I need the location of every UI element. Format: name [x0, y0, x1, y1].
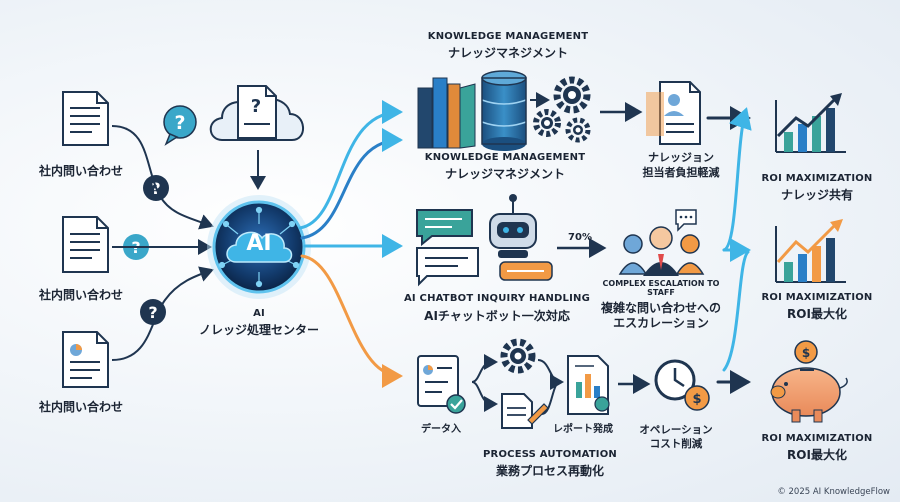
knowledge-books-icon — [417, 77, 476, 149]
chat-bubbles-icon — [416, 209, 479, 287]
roi-flow-lines — [706, 106, 752, 394]
roi-label-en-1: ROI MAXIMIZATION — [761, 173, 873, 184]
question-circle-icon: ? — [140, 299, 166, 325]
question-bubble-icon: ? — [163, 105, 197, 146]
escalation-label-en: COMPLEX ESCALATION TO STAFF — [602, 279, 720, 297]
svg-text:?: ? — [251, 96, 261, 117]
copyright-footer: © 2025 AI KnowledgeFlow — [777, 487, 890, 497]
piggy-bank-icon: $ — [770, 340, 848, 423]
hub-output-lines — [298, 100, 403, 388]
inquiry-doc-1 — [62, 91, 109, 146]
knowledge-result-label: ナレッジョン 担当者負担軽減 — [642, 151, 720, 179]
chat-orange-bubble-icon — [499, 261, 553, 281]
roi-label-jp-3: ROI最大化 — [787, 448, 847, 462]
cloud-document-icon: ? — [209, 85, 304, 141]
knowledge-header-en: KNOWLEDGE MANAGEMENT — [427, 31, 589, 42]
ai-hub-badge: AI — [246, 231, 272, 256]
inquiry-doc-2 — [62, 216, 109, 273]
report-label: レポート発成 — [553, 424, 613, 435]
hub-label-en: AI — [253, 308, 265, 319]
svg-text:$: $ — [802, 346, 810, 360]
process-gear-icon — [500, 338, 536, 374]
chatbot-label-jp: AIチャットボット一次対応 — [424, 309, 570, 323]
inquiry-label-2: 社内問い合わせ — [38, 288, 124, 302]
ai-hub — [207, 195, 311, 299]
chatbot-label-en: AI CHATBOT INQUIRY HANDLING — [403, 293, 591, 304]
automation-label-en: PROCESS AUTOMATION — [483, 449, 617, 460]
knowledge-header-jp: ナレッジマネジメント — [447, 46, 569, 60]
gears-icon — [533, 76, 591, 143]
clock-coin-icon: $ — [654, 359, 710, 411]
svg-text:$: $ — [692, 392, 701, 407]
inquiry-label-1: 社内問い合わせ — [38, 164, 124, 178]
hub-label-jp: ノレッジ処理センター — [198, 323, 320, 337]
chatbot-percent: 70% — [568, 232, 592, 243]
database-icon — [481, 70, 527, 151]
escalation-label-jp: 複雑な問い合わせへの エスカレーション — [600, 301, 722, 330]
svg-text:?: ? — [148, 303, 157, 322]
data-entry-label: データ入 — [421, 424, 461, 435]
inquiry-doc-3 — [62, 331, 109, 388]
automation-split-lines — [471, 361, 493, 405]
roi-label-en-2: ROI MAXIMIZATION — [761, 292, 873, 303]
svg-text:?: ? — [174, 112, 185, 134]
input-flow-lines — [111, 125, 266, 361]
ops-cost-label: オペレーション コスト削減 — [639, 424, 713, 450]
report-chart-icon — [567, 355, 610, 415]
roi-label-jp-1: ナレッジ共有 — [780, 188, 854, 202]
roi-growth-chart-icon — [775, 93, 846, 153]
roi-label-jp-2: ROI最大化 — [787, 307, 847, 321]
checklist-clipboard-icon — [417, 355, 466, 414]
roi-label-en-3: ROI MAXIMIZATION — [761, 433, 873, 444]
knowledge-sub-jp: ナレッジマネジメント — [444, 167, 566, 181]
roi-growth-chart-icon — [775, 219, 846, 283]
inquiry-label-3: 社内問い合わせ — [38, 400, 124, 414]
staff-document-icon — [646, 81, 701, 145]
automation-label-jp: 業務プロセス再動化 — [495, 464, 605, 478]
staff-group-icon — [618, 209, 705, 276]
robot-icon — [489, 194, 537, 258]
report-edit-icon — [501, 393, 549, 429]
knowledge-sub-en: KNOWLEDGE MANAGEMENT — [424, 152, 586, 163]
